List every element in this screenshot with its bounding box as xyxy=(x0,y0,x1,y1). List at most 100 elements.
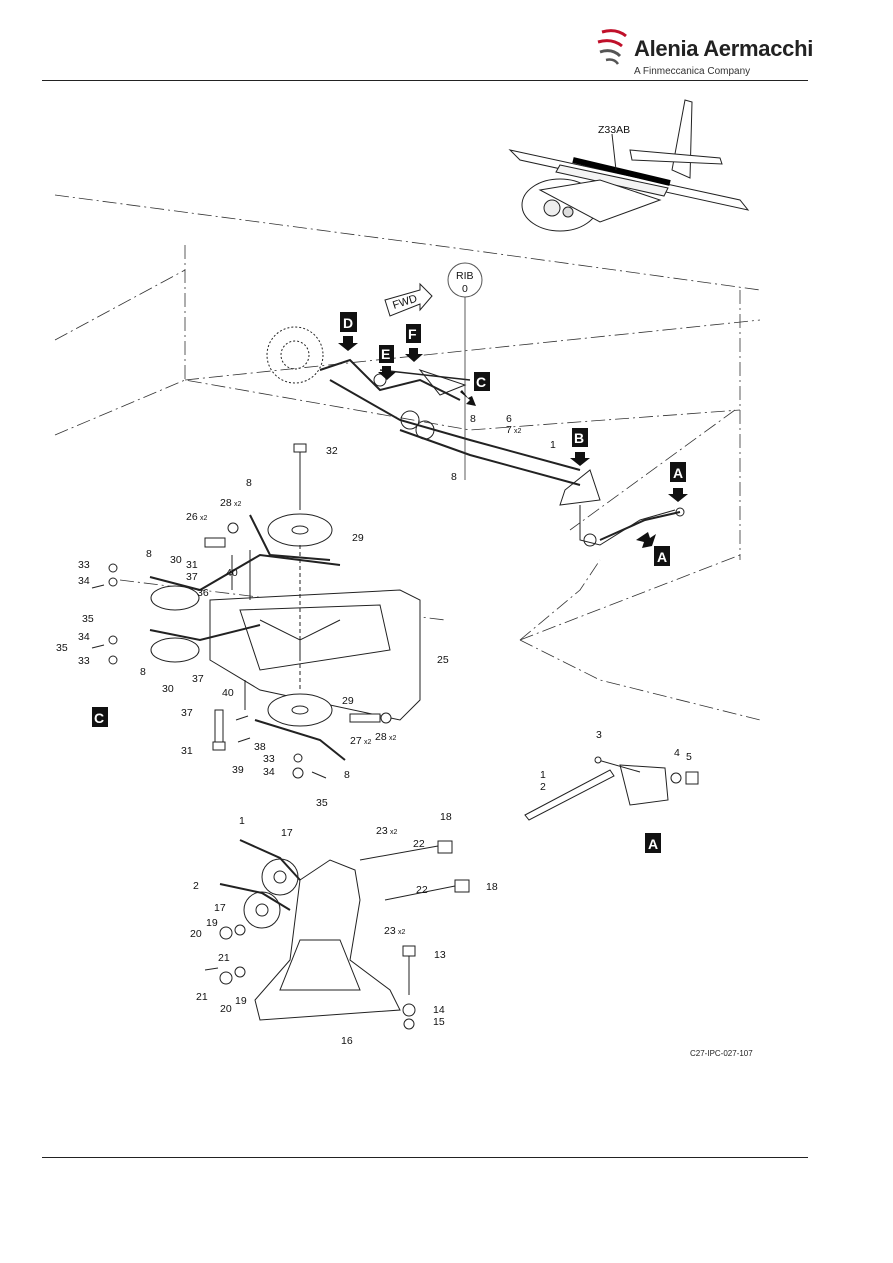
callout-29-bottom: 29 xyxy=(342,695,354,707)
drawing-reference: C27-IPC-027-107 xyxy=(690,1049,753,1058)
fwd-arrow-icon xyxy=(384,282,433,317)
callout-35-b: 35 xyxy=(56,642,68,654)
callout-40-bottom: 40 xyxy=(222,687,234,699)
callout-27-qty: x2 xyxy=(364,739,372,746)
callout-8-c1: 8 xyxy=(246,477,252,489)
svg-text:D: D xyxy=(343,315,353,331)
callout-22-top: 22 xyxy=(413,838,425,850)
callout-28-top-qty: x2 xyxy=(234,501,242,508)
detail-b-bracket xyxy=(204,839,470,1030)
callout-18-bottom: 18 xyxy=(486,881,498,893)
callout-32: 32 xyxy=(326,445,338,457)
callout-14: 14 xyxy=(433,1004,445,1016)
rib-number: 0 xyxy=(462,283,468,295)
callout-36: 36 xyxy=(197,587,209,599)
callout-38: 38 xyxy=(254,741,266,753)
callout-19-bottom: 19 xyxy=(235,995,247,1007)
callout-8-c3: 8 xyxy=(140,666,146,678)
callout-27: 27 xyxy=(350,735,362,747)
callout-17-top: 17 xyxy=(281,827,293,839)
callout-1-b: 1 xyxy=(239,815,245,827)
callout-13: 13 xyxy=(434,949,446,961)
callout-1-upper: 1 xyxy=(550,439,556,451)
callout-3: 3 xyxy=(596,729,602,741)
callout-19-top: 19 xyxy=(206,917,218,929)
callout-21-top: 21 xyxy=(218,952,230,964)
company-subtitle: A Finmeccanica Company xyxy=(634,66,751,77)
callout-28-bottom-qty: x2 xyxy=(389,735,397,742)
detail-tag-e: E xyxy=(378,345,396,380)
callout-34-b: 34 xyxy=(78,631,90,643)
rib-reference xyxy=(447,262,483,480)
callout-37-top: 37 xyxy=(186,571,198,583)
callout-23-bottom: 23 xyxy=(384,925,396,937)
callout-31-bottom: 31 xyxy=(181,745,193,757)
callout-8-c2: 8 xyxy=(146,548,152,560)
callout-34-a: 34 xyxy=(78,575,90,587)
callout-31-top: 31 xyxy=(186,559,198,571)
aircraft-locator-icon xyxy=(508,99,750,232)
callout-25: 25 xyxy=(437,654,449,666)
callout-1-a: 1 xyxy=(540,769,546,781)
callout-8-c4: 8 xyxy=(344,769,350,781)
callout-4: 4 xyxy=(674,747,680,759)
callout-33-a: 33 xyxy=(78,559,90,571)
company-logo xyxy=(596,26,632,66)
callout-18-top: 18 xyxy=(440,811,452,823)
header-rule xyxy=(42,80,808,81)
svg-text:A: A xyxy=(648,836,658,852)
detail-tag-b: B xyxy=(570,428,590,466)
callout-7-qty: x2 xyxy=(514,428,522,435)
callout-23-bottom-qty: x2 xyxy=(398,929,406,936)
detail-tag-f: F xyxy=(405,324,423,362)
detail-a-rod-end xyxy=(524,756,699,821)
control-cable-run xyxy=(266,326,685,547)
svg-text:C: C xyxy=(94,710,104,726)
callout-8-lower: 8 xyxy=(451,471,457,483)
detail-c-bracket xyxy=(91,443,421,779)
detail-tag-a-top: A xyxy=(668,462,688,502)
callout-35-a: 35 xyxy=(82,613,94,625)
callout-15: 15 xyxy=(433,1016,445,1028)
callout-37-mid: 37 xyxy=(192,673,204,685)
callout-6: 6 xyxy=(506,413,512,425)
aircraft-zone-label: Z33AB xyxy=(598,124,630,136)
rib-label: RIB xyxy=(456,270,474,282)
callout-8-upper: 8 xyxy=(470,413,476,425)
callout-23-top: 23 xyxy=(376,825,388,837)
callout-30-bottom: 30 xyxy=(162,683,174,695)
callout-40-top: 40 xyxy=(226,567,238,579)
callout-26: 26 xyxy=(186,511,198,523)
callout-16: 16 xyxy=(341,1035,353,1047)
detail-tag-a-side: A xyxy=(636,532,670,566)
footer-rule xyxy=(42,1157,808,1158)
callout-7: 7 xyxy=(506,424,512,436)
callout-29-top: 29 xyxy=(352,532,364,544)
callout-33-c: 33 xyxy=(263,753,275,765)
callout-2-a: 2 xyxy=(540,781,546,793)
structure-phantom-lines xyxy=(54,194,761,721)
callout-35-c: 35 xyxy=(316,797,328,809)
svg-text:C: C xyxy=(476,374,486,390)
callout-33-b: 33 xyxy=(78,655,90,667)
callout-28-top: 28 xyxy=(220,497,232,509)
callout-20-top: 20 xyxy=(190,928,202,940)
callout-21-bottom: 21 xyxy=(196,991,208,1003)
callout-22-bottom: 22 xyxy=(416,884,428,896)
callout-5: 5 xyxy=(686,751,692,763)
company-name: Alenia Aermacchi xyxy=(634,36,814,61)
callout-28-bottom: 28 xyxy=(375,731,387,743)
callout-20-bottom: 20 xyxy=(220,1003,232,1015)
svg-text:A: A xyxy=(657,549,667,565)
detail-tag-d: D xyxy=(338,312,358,351)
detail-tag-a-view: A xyxy=(645,833,661,853)
detail-tag-c-view: C xyxy=(92,707,108,727)
svg-text:B: B xyxy=(574,430,584,446)
callout-2-b: 2 xyxy=(193,880,199,892)
callout-23-top-qty: x2 xyxy=(390,829,398,836)
logo-swoosh-icon xyxy=(597,29,627,65)
svg-text:E: E xyxy=(381,346,390,362)
callout-30-top: 30 xyxy=(170,554,182,566)
callout-26-qty: x2 xyxy=(200,515,208,522)
